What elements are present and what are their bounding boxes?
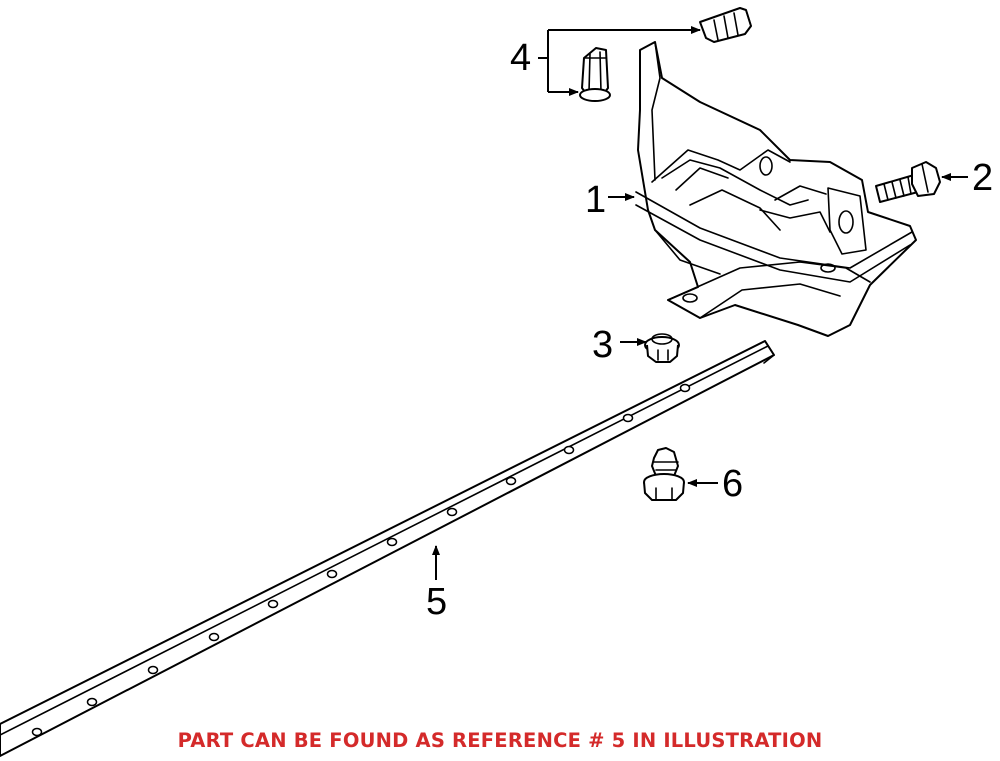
bolt-part-2 <box>875 161 941 203</box>
push-pin-part-4-lower <box>579 47 611 102</box>
callout-1: 1 <box>585 179 606 221</box>
nut-part-3 <box>644 333 680 363</box>
rocker-molding-part-5 <box>0 340 775 757</box>
reference-caption: PART CAN BE FOUND AS REFERENCE # 5 IN IL… <box>177 729 823 752</box>
callout-2: 2 <box>972 157 993 199</box>
leader-4-bracket <box>538 30 549 92</box>
leader-lines <box>432 26 968 580</box>
callout-4: 4 <box>510 37 531 79</box>
callout-6: 6 <box>722 463 743 505</box>
callout-5: 5 <box>426 581 447 623</box>
splash-shield-part-1 <box>635 41 917 337</box>
callout-3: 3 <box>592 324 613 366</box>
push-clip-part-6 <box>643 447 685 501</box>
molding-clip-holes <box>31 383 691 737</box>
push-pin-part-4-upper <box>699 7 752 43</box>
